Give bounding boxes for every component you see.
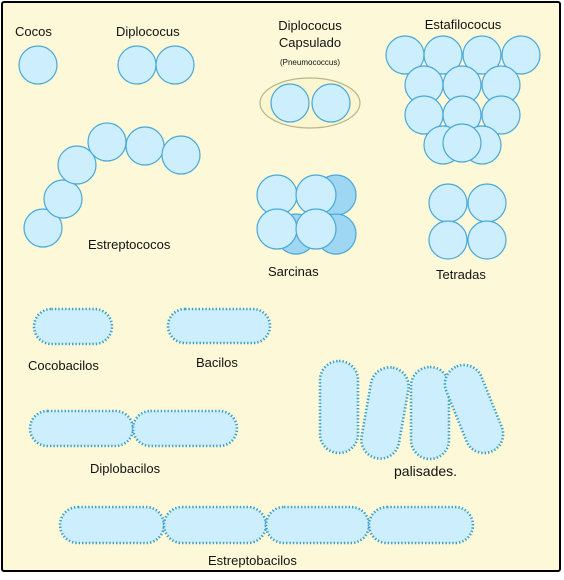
diplococus-group <box>117 45 195 85</box>
streptobacillus-cell-4 <box>367 505 475 545</box>
label-sarcinas: Sarcinas <box>268 264 319 279</box>
label-diplococus: Diplococus <box>116 24 180 39</box>
label-cocos: Cocos <box>15 24 52 39</box>
cocobacillus-cell <box>32 307 114 346</box>
palisade-cell-1 <box>318 359 360 455</box>
label-bacilos: Bacilos <box>196 355 238 370</box>
label-tetradas: Tetradas <box>436 267 486 282</box>
strep-cell-5 <box>125 126 165 166</box>
label-diplococus-capsulado-line2: Capsulado <box>279 35 341 50</box>
cocobacilos-group <box>32 307 114 346</box>
strep-cell-3 <box>57 145 97 185</box>
label-palisades: palisades. <box>394 463 457 479</box>
strep-cell-2 <box>43 179 83 219</box>
staph-cell-10 <box>481 95 521 135</box>
capsulated-cell-2 <box>311 83 351 123</box>
staph-cell-4 <box>501 35 541 75</box>
cocos-group <box>18 45 58 85</box>
tetrad-cell-1 <box>428 183 468 223</box>
label-pneumococcus: (Pneumococcus) <box>280 58 340 67</box>
diplococus-cell-2 <box>155 45 195 85</box>
label-cocobacilos: Cocobacilos <box>28 358 99 373</box>
sarcina-front-cell-4 <box>295 208 337 250</box>
bacilos-group <box>166 307 272 345</box>
streptobacillus-cell-1 <box>58 505 166 545</box>
label-diplococus-capsulado-line1: Diplococus <box>278 18 342 33</box>
capsulated-cell-1 <box>270 83 310 123</box>
staph-cell-3 <box>462 35 502 75</box>
streptobacillus-cell-2 <box>162 505 268 545</box>
tetrad-cell-4 <box>467 220 507 260</box>
strep-cell-4 <box>87 122 127 162</box>
sarcina-front-cell-3 <box>256 208 298 250</box>
diplobacilos-group <box>28 409 239 448</box>
palisade-cell-2 <box>360 366 410 460</box>
diplococus-cell-1 <box>117 45 157 85</box>
staph-cell-2 <box>423 35 463 75</box>
tetrad-cell-2 <box>467 183 507 223</box>
coccus-cell <box>18 45 58 85</box>
bacillus-cell <box>166 307 272 345</box>
palisade-cell-3 <box>409 365 451 461</box>
estreptobacilos-group <box>58 505 475 545</box>
tetradas-group <box>428 183 507 260</box>
staph-cell-13 <box>442 123 482 163</box>
sarcinas-group <box>256 174 357 255</box>
palisades-group <box>318 359 505 461</box>
estafilococus-cluster <box>385 35 541 165</box>
diplobacillus-cell-1 <box>28 409 135 448</box>
label-estreptococos: Estreptococos <box>88 237 171 252</box>
diplococus-capsulado-group <box>259 77 361 129</box>
palisade-cell-4 <box>443 363 505 455</box>
label-estafilococus: Estafilococus <box>425 17 502 32</box>
label-diplobacilos: Diplobacilos <box>90 461 161 476</box>
diplobacillus-cell-2 <box>131 409 239 448</box>
estreptococos-chain <box>23 122 201 248</box>
tetrad-cell-3 <box>428 220 468 260</box>
strep-cell-1 <box>23 208 63 248</box>
strep-cell-6 <box>161 135 201 175</box>
streptobacillus-cell-3 <box>264 505 371 545</box>
label-estreptobacilos: Estreptobacilos <box>208 553 297 568</box>
